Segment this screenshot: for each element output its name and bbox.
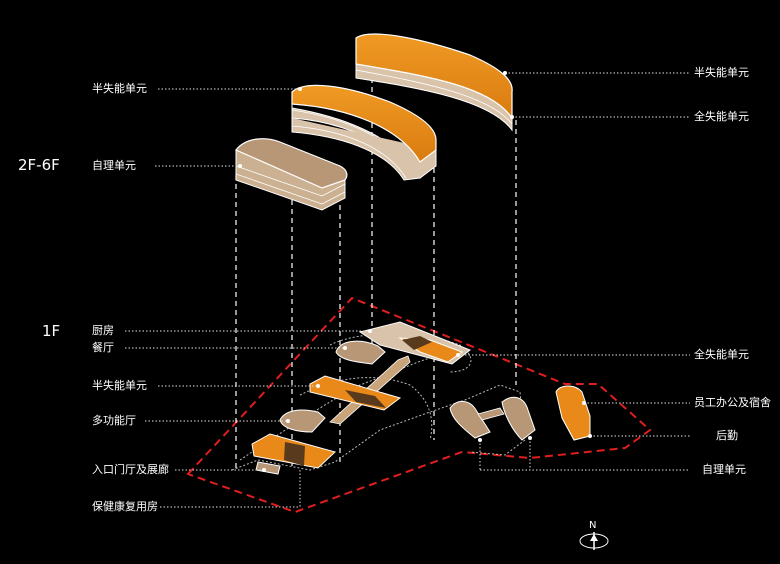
label-entrance: 入口门厅及展廊 <box>92 463 169 476</box>
leader-lines <box>125 72 690 508</box>
label-semi-1f: 半失能单元 <box>92 379 147 392</box>
block-1f-entrance <box>251 433 336 475</box>
label-kitchen: 厨房 <box>92 324 114 337</box>
site-boundary <box>186 296 652 514</box>
label-self-1f: 自理单元 <box>702 463 746 476</box>
block-1f-multi <box>279 409 326 433</box>
label-multi: 多功能厅 <box>92 414 136 427</box>
label-full-1f: 全失能单元 <box>694 348 749 361</box>
label-logistics: 后勤 <box>716 429 738 442</box>
label-self-upper: 自理单元 <box>92 159 136 172</box>
block-1f-semi <box>309 375 402 411</box>
block-upper-right <box>355 33 513 132</box>
label-rehab: 保健康复用房 <box>92 500 158 513</box>
label-semi-upper-right: 半失能单元 <box>694 66 749 79</box>
compass-icon <box>579 532 609 550</box>
label-semi-upper-left: 半失能单元 <box>92 82 147 95</box>
label-staff: 员工办公及宿舍 <box>694 396 771 409</box>
compass-letter: N <box>589 520 597 531</box>
label-dining: 餐厅 <box>92 341 114 354</box>
label-full-upper: 全失能单元 <box>694 110 749 123</box>
block-1f-dining <box>335 340 386 365</box>
floor-label-upper: 2F-6F <box>18 156 60 174</box>
block-upper-middle <box>291 84 437 181</box>
leader-dots <box>238 71 592 472</box>
floor-label-ground: 1F <box>42 322 61 340</box>
block-upper-left <box>235 138 348 211</box>
block-1f-kitchen <box>358 321 471 365</box>
block-1f-right-a <box>449 396 536 441</box>
block-1f-staff <box>555 385 591 441</box>
